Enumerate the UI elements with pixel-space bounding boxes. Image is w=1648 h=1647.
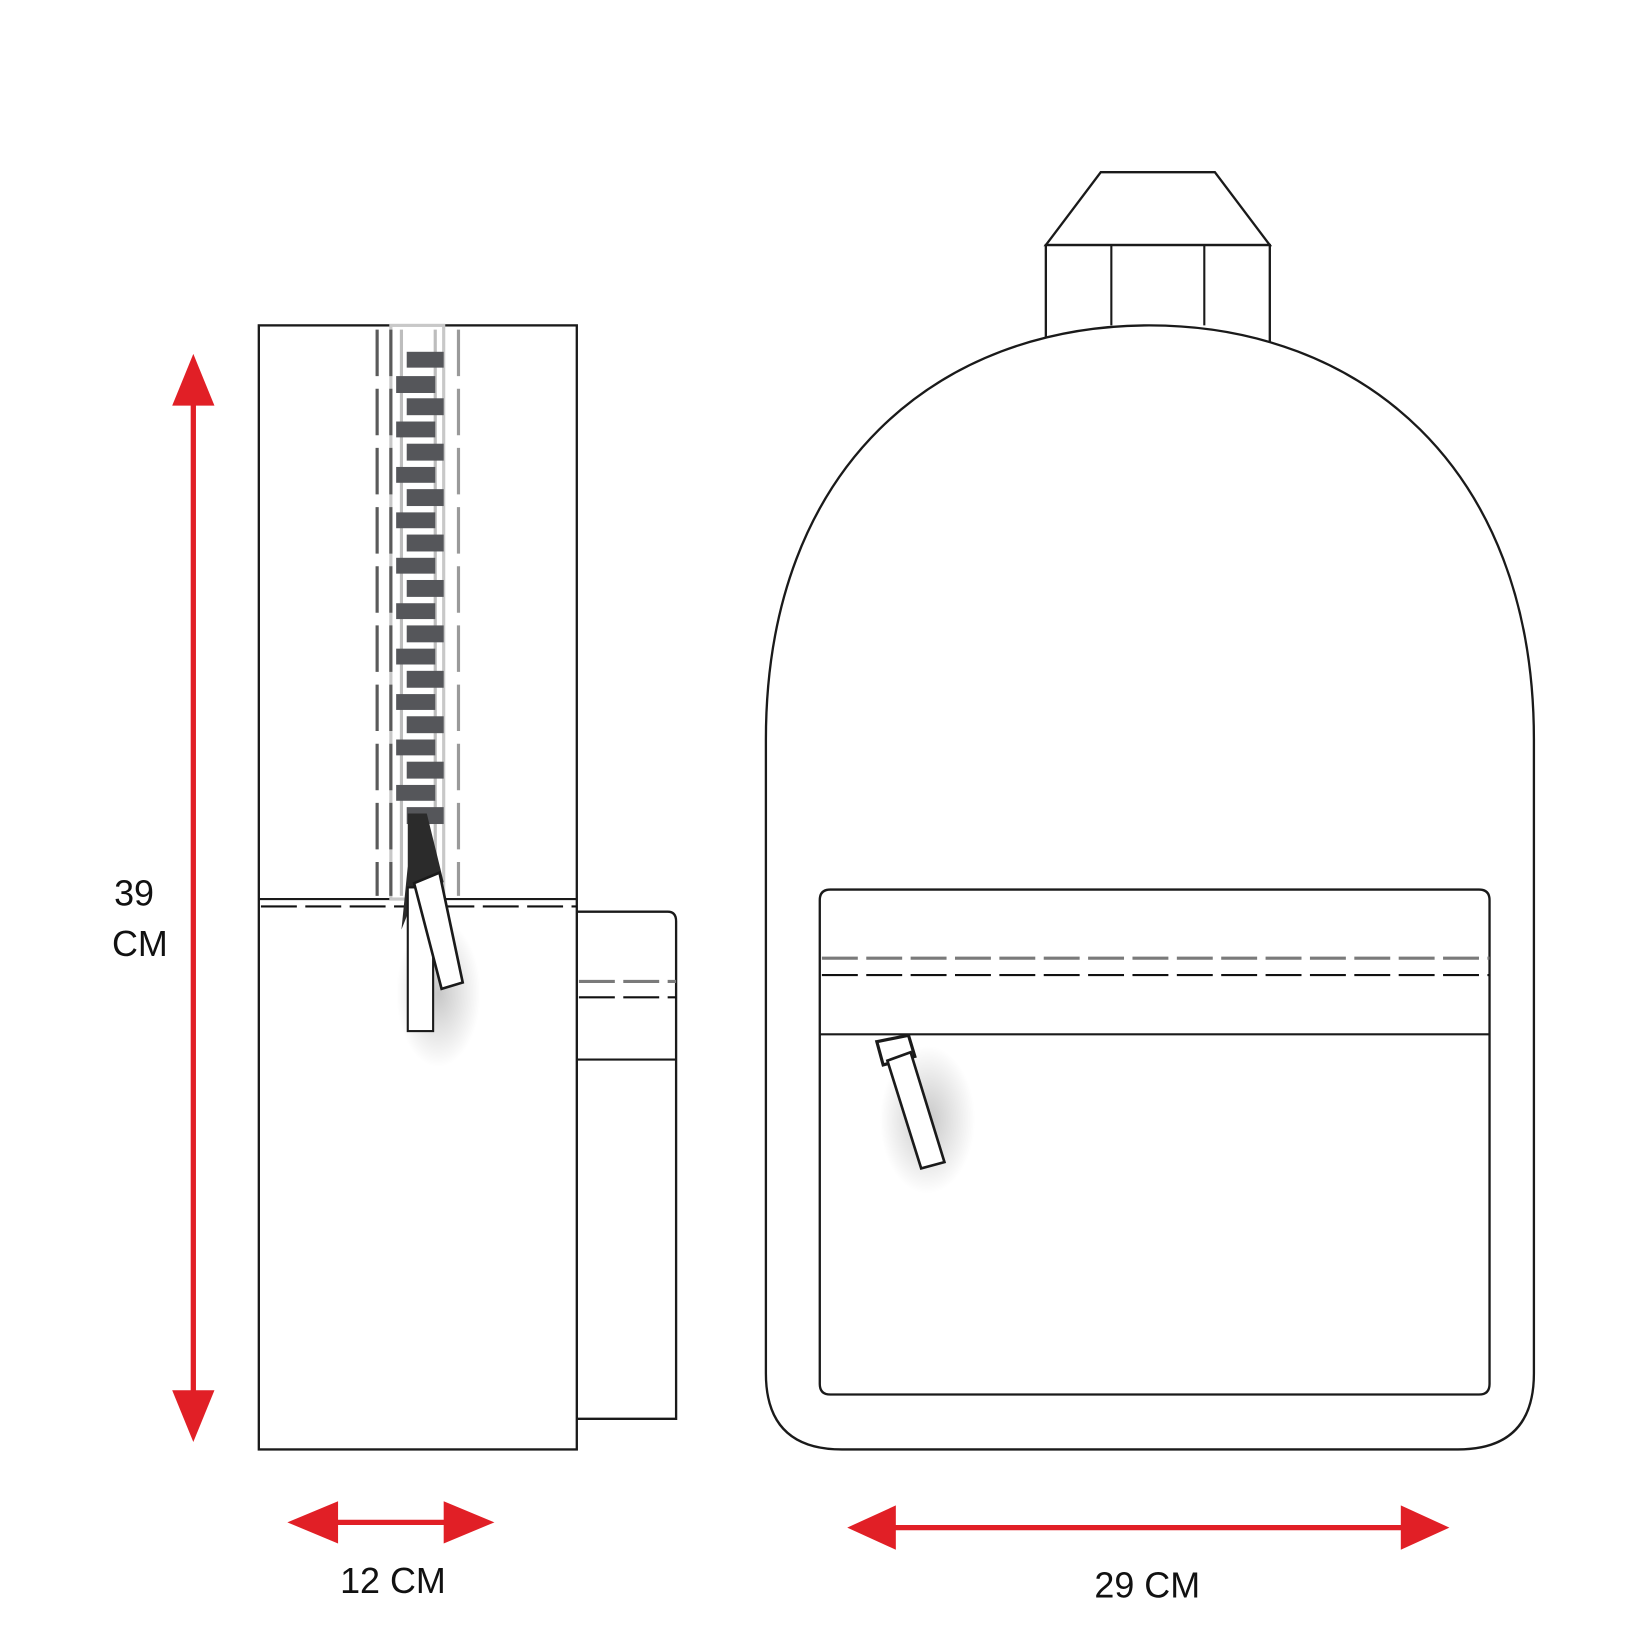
front-view [764,171,1536,1451]
height-value: 39 [114,872,154,913]
side-pocket [575,910,678,1420]
side-zipper [375,323,481,1068]
depth-dimension: 12 CM [287,1501,495,1601]
zipper-pull-front [874,1033,976,1194]
depth-label: 12 CM [340,1560,446,1601]
arrow-down-icon [172,1390,215,1443]
arrow-up-icon [172,353,215,406]
arrow-left-icon [847,1505,896,1550]
arrow-left-icon [287,1501,339,1544]
zipper-pull-side [396,813,481,1068]
height-dimension: 39 CM [112,353,215,1443]
arrow-right-icon [1400,1505,1450,1550]
zipper-teeth [396,351,444,825]
width-label: 29 CM [1094,1564,1200,1605]
height-unit: CM [112,923,168,964]
side-view [257,323,678,1451]
front-pocket [818,888,1491,1396]
top-handle [1043,171,1273,350]
width-dimension: 29 CM [847,1505,1450,1605]
arrow-right-icon [443,1501,495,1544]
